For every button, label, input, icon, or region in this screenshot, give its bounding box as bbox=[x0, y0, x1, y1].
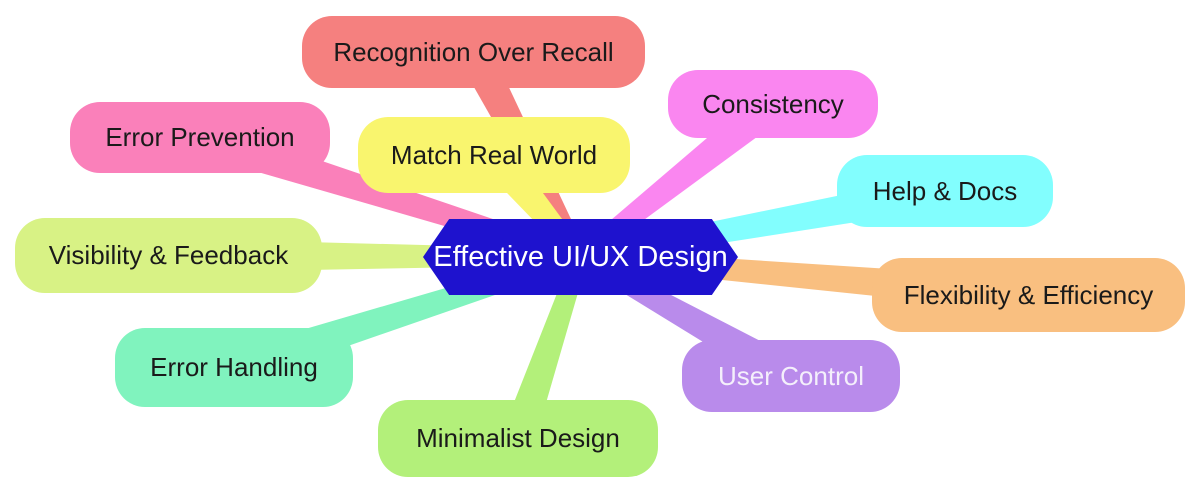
node-visibility-and-feedback: Visibility & Feedback bbox=[15, 218, 322, 293]
edge-minimalist-design bbox=[501, 254, 588, 444]
node-label-recognition-over-recall: Recognition Over Recall bbox=[333, 36, 614, 67]
node-consistency: Consistency bbox=[668, 70, 878, 138]
node-label-flexibility-and-efficiency: Flexibility & Efficiency bbox=[903, 279, 1154, 310]
node-label-consistency: Consistency bbox=[702, 88, 844, 119]
node-user-control: User Control bbox=[682, 340, 900, 412]
center-node-label: Effective UI/UX Design bbox=[433, 240, 728, 273]
node-error-handling: Error Handling bbox=[115, 328, 353, 407]
node-recognition-over-recall: Recognition Over Recall bbox=[302, 16, 645, 88]
node-label-visibility-and-feedback: Visibility & Feedback bbox=[48, 240, 289, 270]
node-label-help-and-docs: Help & Docs bbox=[872, 175, 1018, 206]
node-label-error-handling: Error Handling bbox=[150, 352, 318, 382]
node-help-and-docs: Help & Docs bbox=[837, 155, 1053, 227]
node-label-error-prevention: Error Prevention bbox=[105, 122, 295, 152]
node-flexibility-and-efficiency: Flexibility & Efficiency bbox=[872, 258, 1185, 332]
node-label-match-real-world: Match Real World bbox=[390, 139, 598, 170]
node-match-real-world: Match Real World bbox=[358, 117, 630, 193]
center-node-effective-ui-ux-design: Effective UI/UX Design bbox=[423, 219, 738, 295]
node-minimalist-design: Minimalist Design bbox=[378, 400, 658, 477]
node-label-minimalist-design: Minimalist Design bbox=[416, 423, 620, 453]
node-error-prevention: Error Prevention bbox=[70, 102, 330, 173]
node-label-user-control: User Control bbox=[718, 360, 864, 391]
